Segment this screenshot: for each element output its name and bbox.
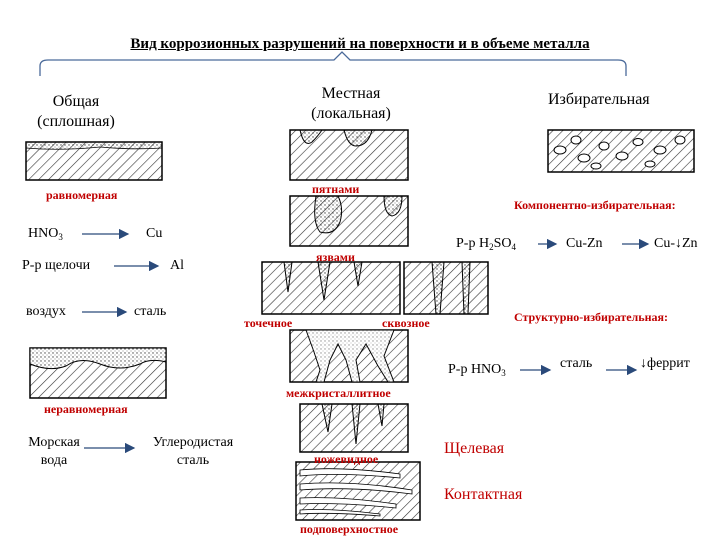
cuzn-alloy: Cu-Zn [566, 236, 603, 251]
uniform-label: равномерная [46, 188, 118, 202]
subsurface-label: подповерхностное [300, 522, 399, 536]
intercrystalline-label: межкристаллитное [286, 386, 391, 400]
carbon-steel: Углеродистая сталь [138, 434, 248, 470]
pitting-label: точечное [244, 316, 293, 330]
sea-water-line2: вода [40, 453, 68, 468]
selective-arrows [520, 238, 650, 376]
knife-label: ножевидное [314, 452, 379, 466]
hno3-text: Р-р HNO [448, 362, 502, 377]
metal-steel: сталь [134, 304, 167, 319]
h2so4-solution: Р-р H2SO4 [456, 236, 516, 252]
category-bracket [39, 51, 627, 76]
hno3-sub: 3 [501, 368, 506, 378]
medium-air: воздух [26, 304, 66, 319]
hno3-solution: Р-р HNO3 [448, 362, 506, 378]
category-local: Местная (локальная) [296, 84, 406, 124]
spots-specimen [289, 129, 409, 181]
category-local-line2: (локальная) [311, 105, 391, 122]
steel-label: сталь [560, 356, 593, 371]
uniform-specimen [25, 141, 163, 181]
intercrystalline-specimen [289, 329, 409, 383]
general-arrows [82, 228, 160, 454]
component-selective-label: Компонентно-избирательная: [514, 198, 676, 212]
medium-hno3-text: HNO [28, 226, 59, 241]
sea-water-line1: Морская [28, 435, 80, 450]
through-specimen [403, 261, 489, 315]
knife-specimen [299, 403, 409, 453]
pitting-specimen [261, 261, 401, 315]
h2so4-tail: SO [493, 236, 512, 251]
category-selective: Избирательная [548, 91, 650, 108]
medium-hno3-sub: 3 [58, 232, 63, 242]
carbon-steel-line1: Углеродистая [152, 435, 234, 450]
category-general-line1: Общая [52, 93, 100, 110]
category-local-line1: Местная [321, 85, 381, 102]
medium-hno3: HNO3 [28, 226, 63, 242]
metal-al: Al [170, 258, 184, 273]
through-label: сквозное [382, 316, 430, 330]
carbon-steel-line2: сталь [176, 453, 210, 468]
crevice-label: Щелевая [444, 440, 505, 457]
nonuniform-specimen [29, 347, 167, 399]
ulcers-label: язвами [316, 250, 355, 264]
sea-water: Морская вода [22, 434, 86, 470]
category-general-line2: (сплошная) [37, 113, 115, 130]
cuzn-result: Cu-↓Zn [654, 236, 698, 251]
contact-label: Контактная [444, 486, 523, 503]
selective-specimen [547, 129, 695, 173]
structural-selective-label: Структурно-избирательная: [514, 310, 669, 324]
h2so4-text: Р-р H [456, 236, 490, 251]
h2so4-sub1: 2 [489, 242, 494, 252]
subsurface-specimen [295, 461, 421, 521]
metal-cu: Cu [146, 226, 163, 241]
spots-label: пятнами [312, 182, 360, 196]
medium-alkali: Р-р щелочи [22, 258, 91, 273]
ulcers-specimen [289, 195, 409, 247]
nonuniform-label: неравномерная [44, 402, 128, 416]
h2so4-sub2: 4 [511, 242, 516, 252]
category-general: Общая (сплошная) [26, 92, 126, 132]
ferrite-label: ↓феррит [640, 356, 690, 371]
diagram-title: Вид коррозионных разрушений на поверхнос… [130, 36, 590, 52]
